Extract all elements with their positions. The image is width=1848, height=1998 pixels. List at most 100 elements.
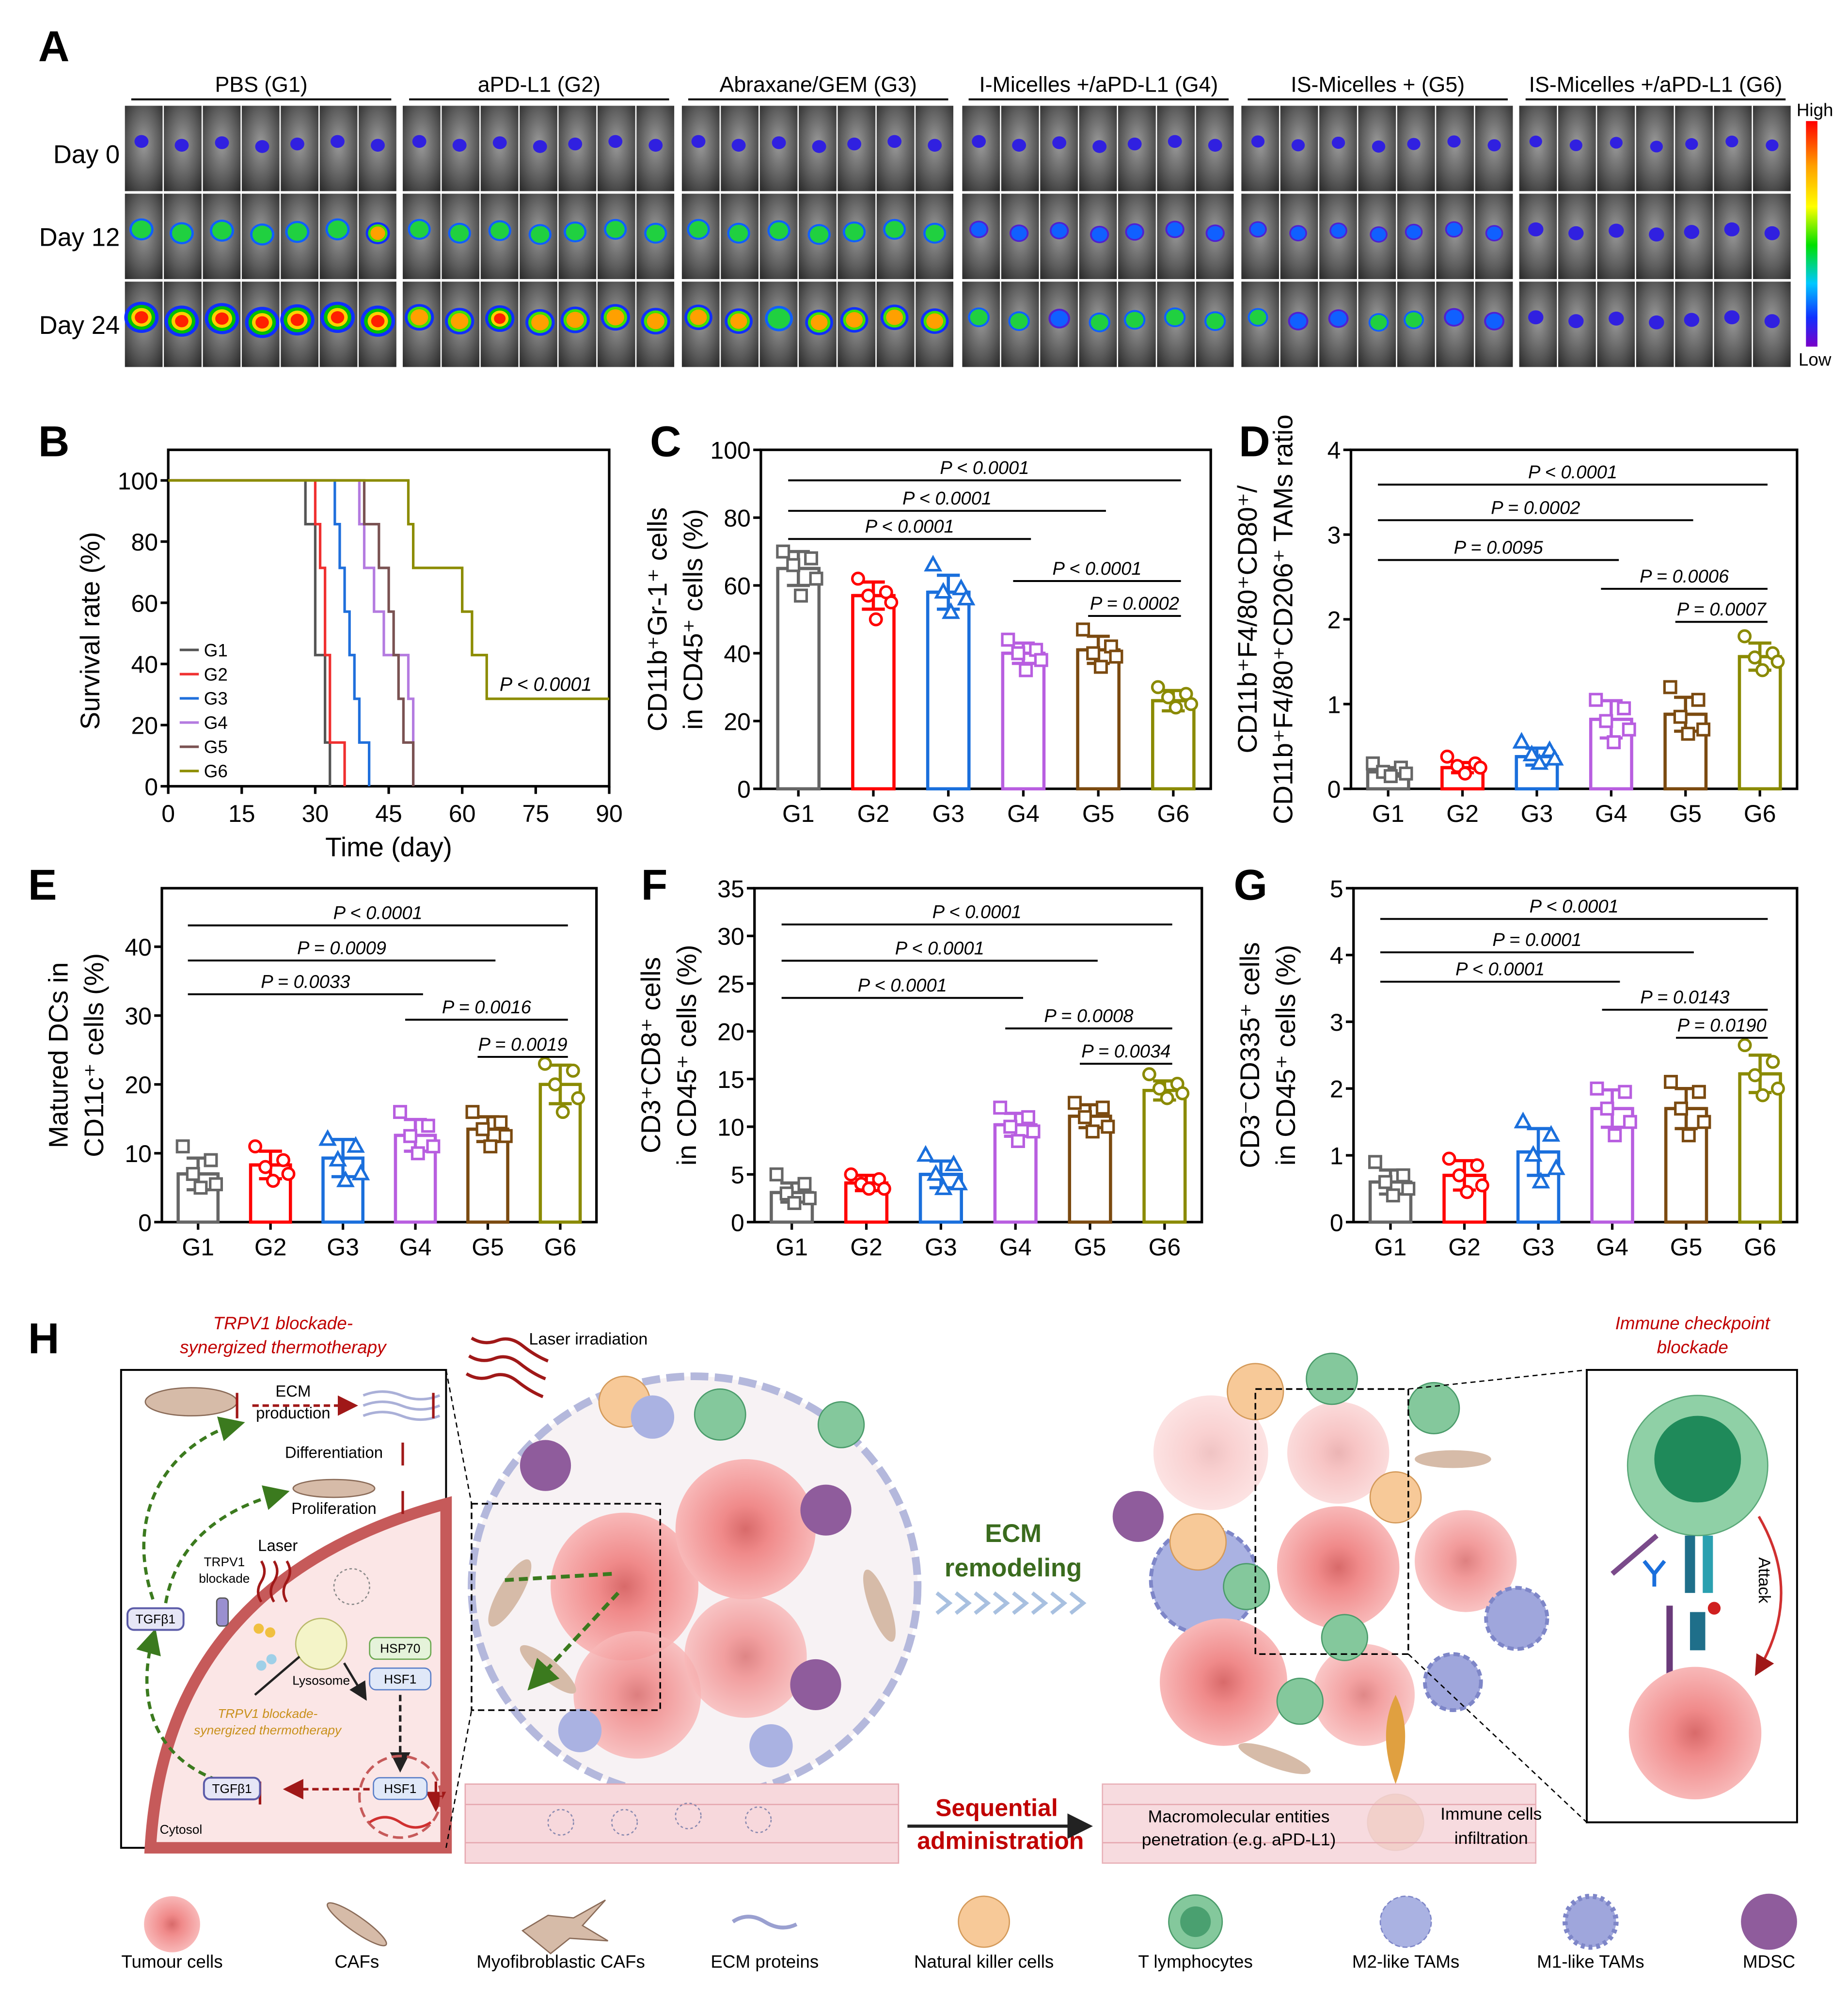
data-point [1618, 1085, 1632, 1099]
x-tick-label: G4 [999, 1233, 1032, 1260]
bar-g1 [776, 566, 821, 791]
x-tick-label: 30 [302, 800, 329, 827]
data-point [318, 1129, 337, 1146]
bioluminescence-signal [1249, 310, 1266, 325]
bioluminescence-signal [1447, 135, 1461, 148]
bioluminescence-signal [371, 315, 385, 328]
mouse-body [1519, 282, 1557, 367]
bioluminescence-signal [255, 140, 269, 153]
mouse-image [442, 282, 480, 367]
mouse-image [681, 193, 720, 279]
data-point [1085, 1124, 1100, 1139]
bioluminescence-signal [1331, 136, 1345, 149]
mouse-image [916, 282, 954, 367]
x-tick-label: G5 [472, 1233, 504, 1260]
trpv1-blockade-line2: blockade [199, 1571, 250, 1586]
x-tick-label: G3 [1522, 1233, 1555, 1260]
data-point [952, 578, 970, 596]
trpv1-blockade-line1: TRPV1 [204, 1555, 245, 1569]
data-point [1673, 709, 1688, 724]
data-point [393, 1105, 407, 1119]
mouse-image [597, 193, 635, 279]
bioluminescence-signal [925, 224, 944, 242]
bioluminescence-signal [1250, 222, 1265, 236]
mouse-image [1118, 282, 1156, 367]
mouse-image [281, 193, 319, 279]
legend-label: G2 [204, 664, 228, 684]
data-point [1522, 744, 1541, 761]
mouse-image [1358, 193, 1396, 279]
legend-label: G5 [204, 737, 228, 757]
legend-mdsc-icon [1741, 1893, 1797, 1950]
data-point [1068, 1096, 1082, 1110]
p-value-annotation: P < 0.0001 [500, 674, 592, 695]
survival-curve-g3 [168, 479, 371, 787]
ecm-remodeling-line1: ECM [985, 1519, 1042, 1548]
bioluminescence-signal [1446, 310, 1463, 325]
mouse-image [636, 106, 675, 191]
data-point [548, 1077, 562, 1092]
mouse-image [520, 282, 557, 367]
mouse-image [681, 106, 720, 191]
mouse-image [1241, 282, 1279, 367]
panel-letter-e: E [28, 861, 57, 909]
data-point [1169, 700, 1183, 715]
data-point [1681, 726, 1695, 741]
mouse-image [241, 193, 280, 279]
data-point [571, 1091, 585, 1105]
x-tick-label: G4 [1595, 800, 1627, 827]
survival-curve-g5 [168, 479, 415, 787]
x-tick-label: G2 [254, 1233, 287, 1260]
mouse-body [1241, 106, 1279, 191]
mouse-body [1714, 106, 1752, 191]
antibody-icon [1643, 1559, 1666, 1587]
mouse-image [1558, 106, 1596, 191]
data-point [258, 1160, 273, 1174]
bioluminescence-signal [1051, 223, 1067, 238]
y-tick-label: 1 [1330, 1142, 1343, 1169]
mouse-image [876, 193, 915, 279]
bioluminescence-signal [172, 224, 191, 242]
y-tick-label: 2 [1327, 606, 1341, 633]
bioluminescence-signal [1650, 141, 1663, 153]
ecm-proteins-icon [363, 1390, 441, 1421]
significance-label: P = 0.0007 [1677, 599, 1767, 620]
y-tick-label: 15 [717, 1066, 744, 1093]
mouse-image [281, 106, 319, 191]
bioluminescence-signal [1331, 224, 1346, 237]
data-point [942, 602, 960, 619]
data-point [1696, 722, 1711, 737]
mouse-image [1358, 282, 1396, 367]
data-point [175, 1139, 190, 1154]
plot-frame [160, 887, 598, 1224]
y-tick-label: 60 [131, 590, 158, 617]
x-tick-label: G1 [1374, 1233, 1407, 1260]
significance-label: P < 0.0001 [1455, 959, 1545, 980]
x-tick-label: G1 [782, 800, 815, 827]
significance-label: P < 0.0001 [902, 488, 992, 509]
data-point [498, 1129, 513, 1143]
bioluminescence-signal [1724, 222, 1740, 236]
bioluminescence-signal [1050, 310, 1068, 327]
legend-label: G1 [204, 640, 228, 660]
bioluminescence-signal [690, 309, 707, 325]
bioluminescence-signal [1291, 226, 1306, 240]
bioluminescence-signal [1092, 140, 1107, 153]
x-tick-label: 60 [449, 800, 476, 827]
bioluminescence-signal [1370, 315, 1387, 330]
data-point [1152, 1081, 1167, 1096]
x-tick-label: G6 [544, 1233, 577, 1260]
survival-curve-g6 [168, 479, 609, 700]
x-tick-label: G1 [775, 1233, 808, 1260]
data-point [336, 1170, 355, 1187]
panel-letter-a: A [38, 22, 70, 70]
data-point [1109, 649, 1123, 664]
mouse-image [597, 282, 635, 367]
y-tick-label: 25 [717, 971, 744, 998]
bioluminescence-signal [926, 313, 944, 329]
data-point [1151, 680, 1165, 694]
mouse-image [1157, 106, 1195, 191]
bioluminescence-signal [568, 137, 583, 151]
